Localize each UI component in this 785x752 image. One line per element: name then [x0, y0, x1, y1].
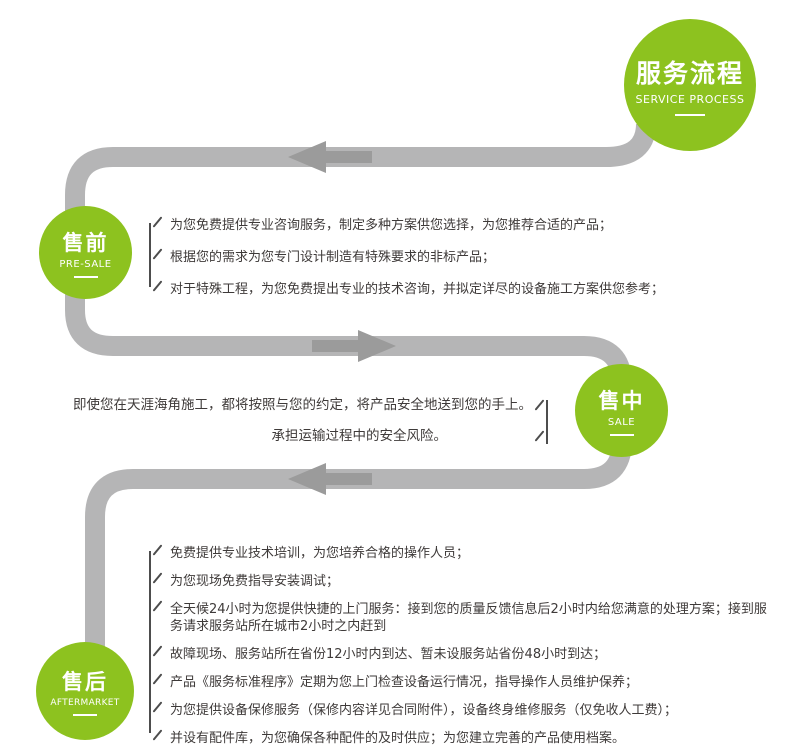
presale-list: 为您免费提供专业咨询服务，制定多种方案供您选择，为您推荐合适的产品； 根据您的需… [148, 216, 708, 313]
flow-path [65, 123, 656, 690]
list-item-text: 为您免费提供专业咨询服务，制定多种方案供您选择，为您推荐合适的产品； [170, 218, 613, 233]
list-item-text: 为您现场免费指导安装调试； [170, 574, 340, 589]
tick-icon [152, 572, 163, 584]
tick-icon [152, 729, 163, 741]
list-item: 免费提供专业技术培训，为您培养合格的操作人员； [148, 544, 778, 562]
tick-icon [152, 600, 163, 612]
list-item: 根据您的需求为您专门设计制造有特殊要求的非标产品； [148, 248, 708, 266]
bracket-line [149, 223, 151, 287]
list-item: 全天候24小时为您提供快捷的上门服务：接到您的质量反馈信息后2小时内给您满意的处… [148, 600, 778, 635]
stage-circle-presale: 售前 PRE-SALE [39, 206, 132, 299]
sale-line: 即使您在天涯海角施工，都将按照与您的约定，将产品安全地送到您的手上。 [73, 397, 532, 413]
list-item-text: 为您提供设备保修服务（保修内容详见合同附件），设备终身维修服务（仅免收人工费）； [170, 703, 678, 718]
tick-icon [152, 248, 163, 260]
badge-title: 服务流程 [635, 59, 744, 88]
sale-text: 即使您在天涯海角施工，都将按照与您的约定，将产品安全地送到您的手上。 承担运输过… [73, 396, 532, 458]
underline-dash [609, 434, 634, 436]
tick-icon [152, 216, 163, 228]
underline-dash [73, 276, 98, 278]
stage-circle-sale: 售中 SALE [575, 364, 668, 457]
list-item: 故障现场、服务站所在省份12小时内到达、暂未设服务站省份48小时到达； [148, 645, 778, 663]
list-item: 并设有配件库，为您确保各种配件的及时供应；为您建立完善的产品使用档案。 [148, 729, 778, 747]
tick-icon [152, 280, 163, 292]
bracket-line [546, 400, 548, 444]
list-item-text: 对于特殊工程，为您免费提出专业的技术咨询，并拟定详尽的设备施工方案供您参考； [170, 282, 665, 297]
badge-subtitle: SERVICE PROCESS [635, 93, 745, 106]
list-item-text: 全天候24小时为您提供快捷的上门服务：接到您的质量反馈信息后2小时内给您满意的处… [170, 602, 767, 634]
stage-subtitle: PRE-SALE [59, 259, 112, 270]
list-item: 对于特殊工程，为您免费提出专业的技术咨询，并拟定详尽的设备施工方案供您参考； [148, 280, 708, 298]
list-item-text: 免费提供专业技术培训，为您培养合格的操作人员； [170, 546, 470, 561]
service-process-badge: 服务流程 SERVICE PROCESS [624, 19, 756, 151]
aftermarket-list: 免费提供专业技术培训，为您培养合格的操作人员； 为您现场免费指导安装调试； 全天… [148, 544, 778, 752]
list-item-text: 并设有配件库，为您确保各种配件的及时供应；为您建立完善的产品使用档案。 [170, 731, 626, 746]
arrow-left-icon [288, 463, 372, 495]
stage-title: 售后 [62, 670, 108, 694]
list-item: 为您现场免费指导安装调试； [148, 572, 778, 590]
stage-title: 售前 [62, 231, 109, 255]
sale-line: 承担运输过程中的安全风险。 [271, 428, 448, 444]
list-item: 为您免费提供专业咨询服务，制定多种方案供您选择，为您推荐合适的产品； [148, 216, 708, 234]
underline-dash [675, 114, 705, 116]
tick-icon [152, 645, 163, 657]
arrow-left-icon [288, 141, 372, 173]
tick-icon [152, 544, 163, 556]
stage-circle-aftermarket: 售后 AFTERMARKET [36, 642, 134, 740]
stage-title: 售中 [598, 389, 645, 413]
bracket-line [149, 551, 151, 733]
list-item: 为您提供设备保修服务（保修内容详见合同附件），设备终身维修服务（仅免收人工费）； [148, 701, 778, 719]
arrow-right-icon [312, 330, 396, 362]
tick-icon [152, 673, 163, 685]
stage-subtitle: SALE [607, 417, 636, 428]
underline-dash [73, 714, 97, 716]
stage-subtitle: AFTERMARKET [50, 698, 120, 708]
list-item-text: 故障现场、服务站所在省份12小时内到达、暂未设服务站省份48小时到达； [170, 647, 607, 662]
list-item: 产品《服务标准程序》定期为您上门检查设备运行情况，指导操作人员维护保养； [148, 673, 778, 691]
tick-icon [152, 701, 163, 713]
list-item-text: 产品《服务标准程序》定期为您上门检查设备运行情况，指导操作人员维护保养； [170, 675, 639, 690]
list-item-text: 根据您的需求为您专门设计制造有特殊要求的非标产品； [170, 250, 496, 265]
